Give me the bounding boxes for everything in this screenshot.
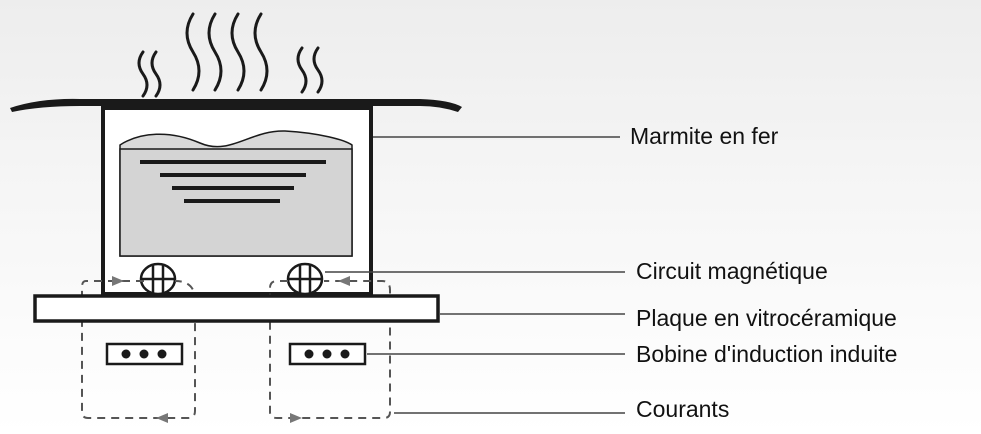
- current-loops: [81, 280, 391, 419]
- arrow-right-icon: [290, 413, 302, 423]
- leader-lines: [325, 136, 625, 414]
- steam-line: [185, 12, 201, 92]
- steam-line: [312, 46, 324, 94]
- current-arrows: [112, 276, 350, 423]
- arrow-right-icon: [112, 276, 124, 286]
- magnetic-circuit-left: [139, 262, 177, 296]
- current-loop-left: [81, 280, 196, 419]
- label-coil: Bobine d'induction induite: [636, 341, 898, 367]
- magnetic-circuit-right: [286, 262, 324, 296]
- arrow-left-icon: [338, 276, 350, 286]
- steam-lines: [137, 12, 324, 98]
- steam-line: [150, 50, 162, 98]
- label-currents: Courants: [636, 396, 730, 422]
- label-glass-plate: Plaque en vitrocéramique: [636, 305, 897, 331]
- arrow-left-icon: [156, 413, 168, 423]
- steam-line: [137, 50, 149, 98]
- induction-coil-left: [105, 342, 184, 366]
- steam-line: [253, 12, 269, 92]
- current-loop-right: [269, 280, 391, 419]
- steam-line: [230, 12, 246, 92]
- glass-ceramic-plate: [33, 294, 440, 323]
- induction-coil-right: [288, 342, 367, 366]
- steam-line: [296, 46, 308, 94]
- liquid-lines: [140, 160, 326, 203]
- pot-lid: [10, 98, 462, 112]
- label-pot: Marmite en fer: [630, 123, 779, 149]
- label-magnetic-circuit: Circuit magnétique: [636, 258, 828, 284]
- steam-line: [207, 12, 223, 92]
